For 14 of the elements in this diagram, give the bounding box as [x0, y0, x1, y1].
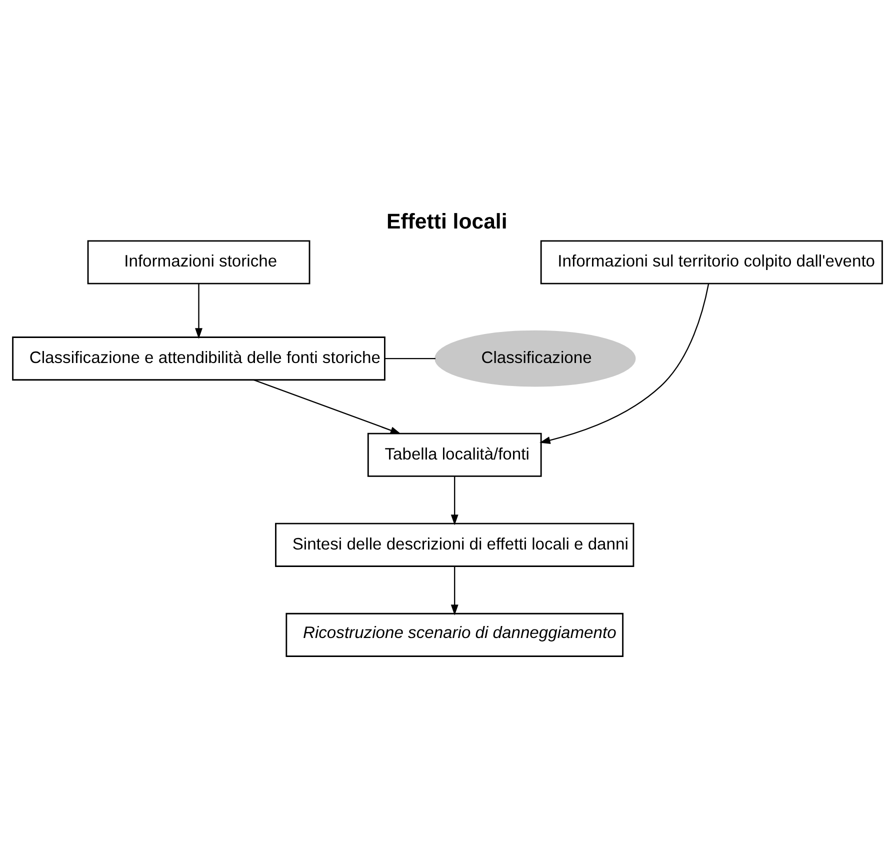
node-box: Classificazione e attendibilità delle fonti storiche	[12, 336, 386, 380]
node-box: Informazioni sul territorio colpito dall'evento	[540, 240, 883, 284]
arrow	[450, 566, 458, 615]
connector	[385, 357, 436, 359]
diagram-title: Effetti locali	[386, 208, 508, 233]
arrow	[450, 476, 458, 525]
node-ellipse: Classificazione	[434, 330, 636, 386]
arrow	[540, 283, 710, 444]
arrow	[195, 283, 202, 338]
node-box: Tabella località/fonti	[367, 432, 542, 476]
node-box: Sintesi delle descrizioni di effetti locali e danni	[275, 522, 634, 566]
node-box: Ricostruzione scenario di danneggiamento	[286, 612, 624, 656]
node-box: Informazioni storiche	[87, 240, 310, 284]
arrow	[253, 378, 402, 434]
